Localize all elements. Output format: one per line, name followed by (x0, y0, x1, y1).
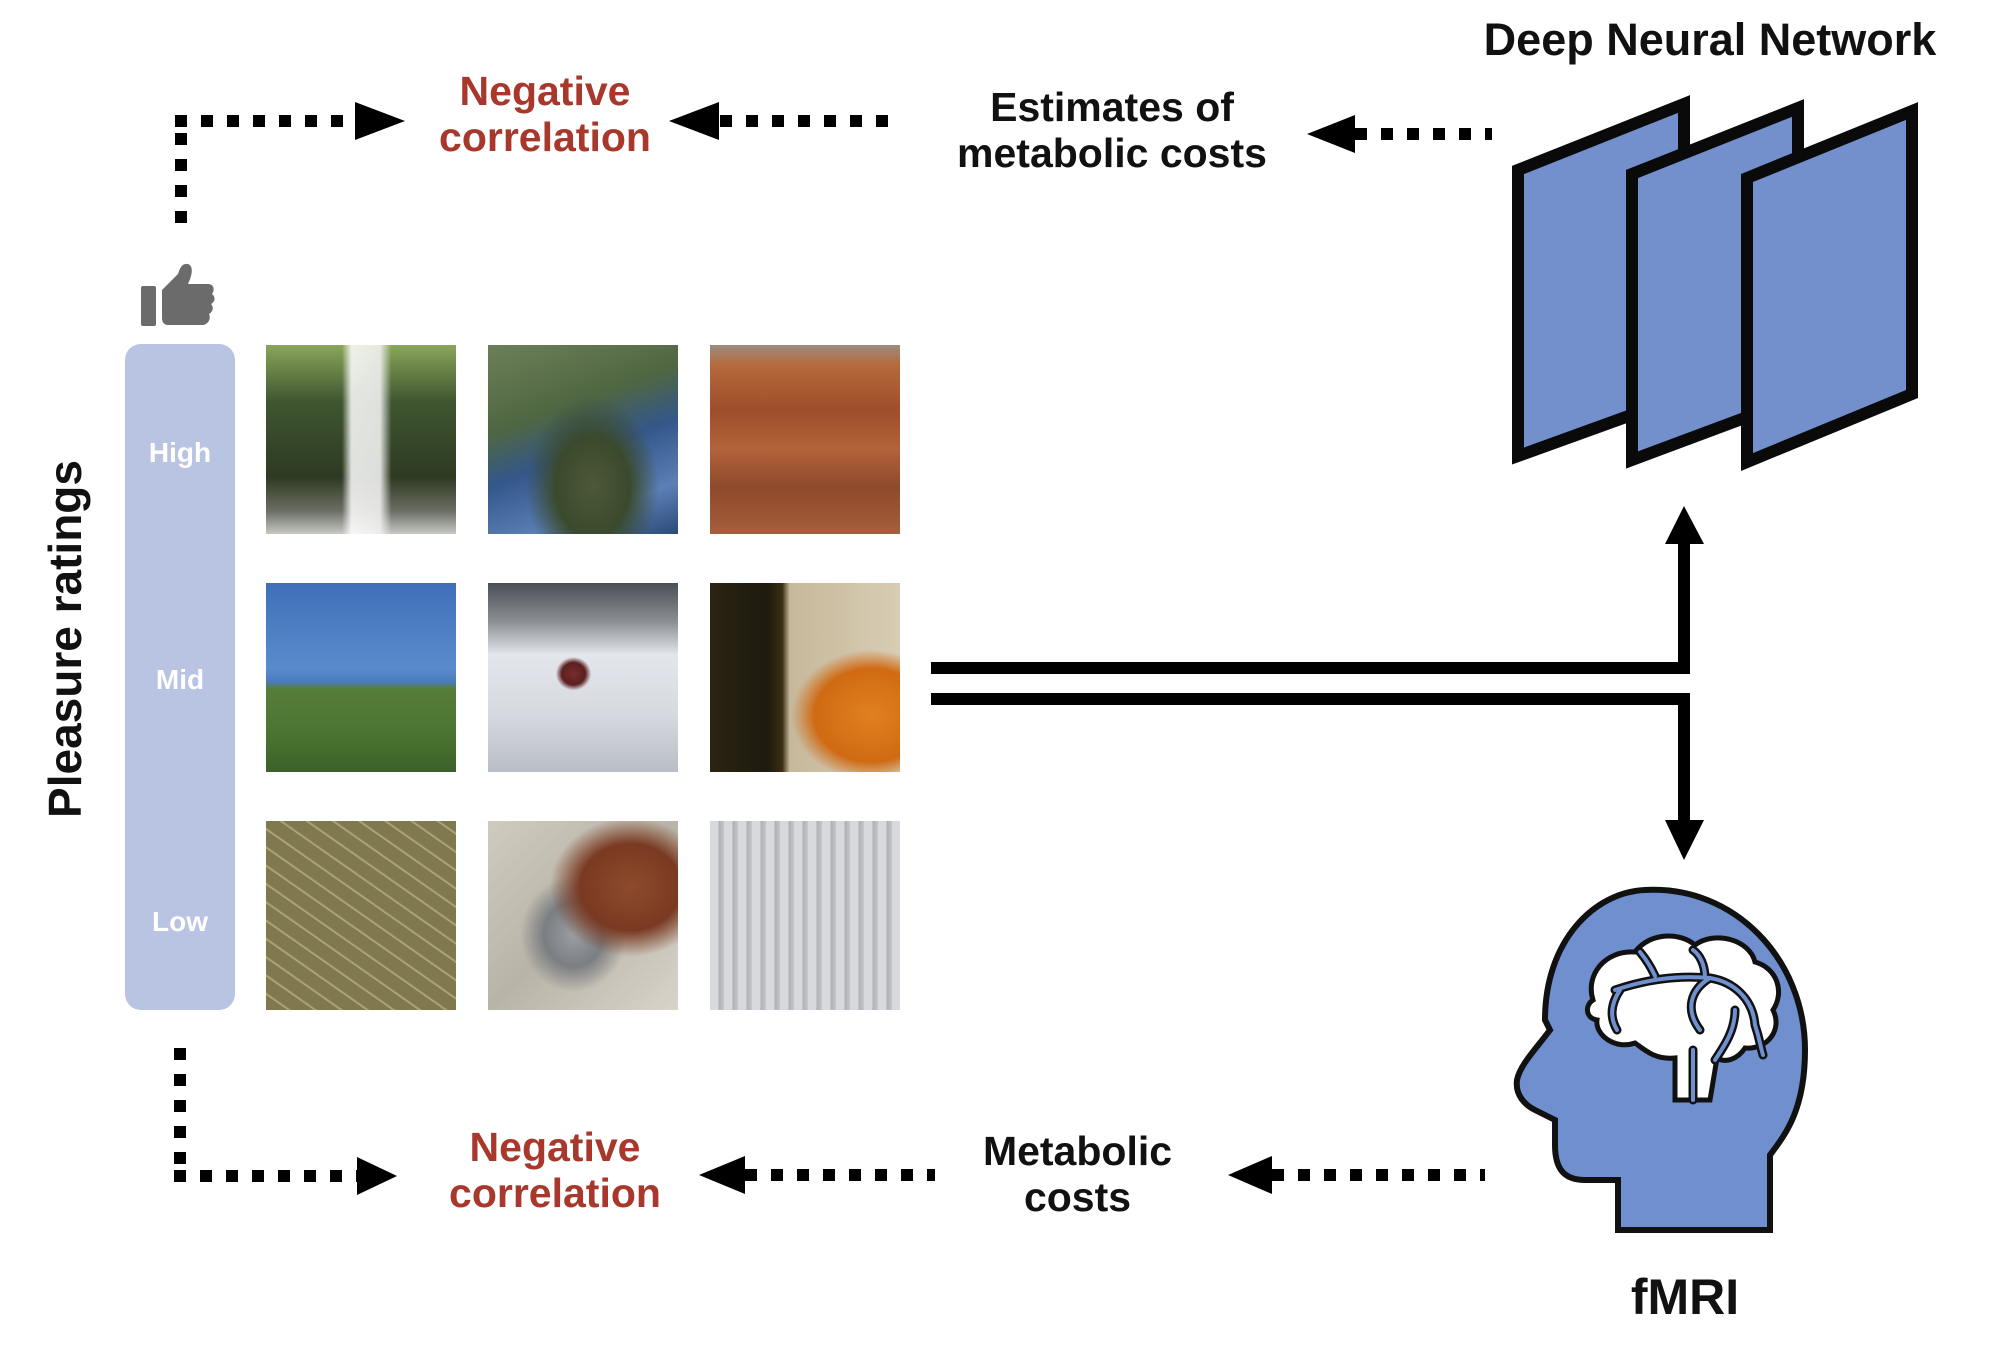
arrowhead-left (1228, 1156, 1272, 1194)
arrowhead-left (669, 102, 719, 140)
metabolic-costs-line2: costs (1023, 1174, 1132, 1220)
rating-level-high: High (148, 437, 212, 468)
stimulus-image-tennis (266, 583, 456, 772)
stimulus-image-pattern (266, 821, 456, 1010)
stimulus-image-snowboarder (488, 583, 678, 772)
estimates-to-correlation-arrow (669, 102, 899, 140)
bottom-correlation-line1: Negative (469, 1124, 641, 1170)
y-axis-label: Pleasure ratings (39, 460, 91, 818)
arrowhead-left (699, 1156, 745, 1194)
estimates-line1: Estimates of (990, 84, 1234, 130)
dnn-to-estimates-arrow (1307, 115, 1492, 153)
head-brain-icon (1513, 886, 1809, 1233)
top-correlation-label: Negative correlation (425, 68, 665, 160)
bottom-correlation-label: Negative correlation (435, 1124, 675, 1216)
stimulus-image-buckle (488, 821, 678, 1010)
dnn-title: Deep Neural Network (1483, 14, 1937, 65)
stimulus-image-beer (710, 583, 900, 772)
metabolic-costs-label: Metabolic costs (960, 1128, 1195, 1220)
images-to-dnn-connector (931, 506, 1704, 674)
pleasure-rating-scale: High Mid Low (125, 344, 235, 1010)
estimates-line2: metabolic costs (957, 130, 1267, 176)
thumbs-up-icon (141, 263, 215, 326)
arrowhead-left (1307, 115, 1355, 153)
top-correlation-line1: Negative (459, 68, 631, 114)
top-left-dotted-arrow (175, 102, 405, 223)
network-layer-3 (1741, 102, 1918, 471)
arrowhead-down (1665, 820, 1704, 860)
top-correlation-line2: correlation (439, 114, 651, 160)
stimulus-image-waterfall (266, 345, 456, 534)
stimulus-image-canyon (710, 345, 900, 534)
stimulus-image-heater (710, 821, 900, 1010)
arrowhead-right (357, 1157, 397, 1195)
neural-network-layers-icon (1512, 95, 1918, 471)
bottom-left-dotted-arrow (174, 1048, 397, 1195)
bottom-correlation-line2: correlation (449, 1170, 661, 1216)
fmri-to-costs-arrow (1228, 1156, 1485, 1194)
arrowhead-right (355, 102, 405, 140)
images-to-fmri-connector (931, 693, 1704, 860)
stimulus-image-coastline (488, 345, 678, 534)
estimates-label: Estimates of metabolic costs (930, 84, 1294, 176)
fmri-label: fMRI (1630, 1269, 1740, 1325)
arrowhead-up (1665, 506, 1704, 544)
rating-level-low: Low (152, 906, 208, 937)
metabolic-costs-line1: Metabolic (982, 1128, 1173, 1174)
costs-to-correlation-arrow (699, 1156, 935, 1194)
rating-level-mid: Mid (155, 664, 205, 695)
